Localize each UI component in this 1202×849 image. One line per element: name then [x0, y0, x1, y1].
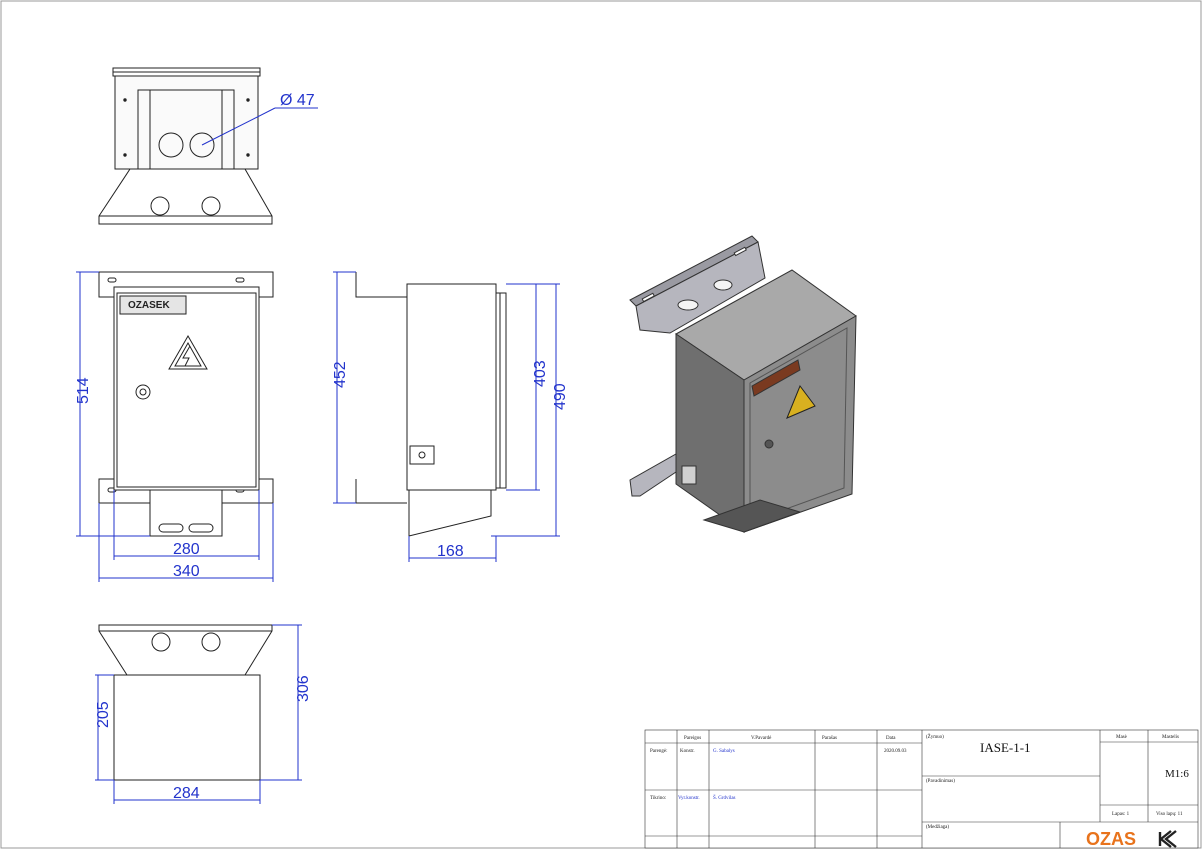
tb-row2-role: Vyr.konstr.	[678, 796, 700, 801]
tb-header-sign: Parašas	[822, 736, 837, 741]
tb-row2-name: Š. Grdvilas	[713, 795, 736, 801]
side-bottom-bracket	[355, 479, 407, 504]
tb-header-date: Data	[886, 736, 896, 741]
nameplate-brand: OZASEK	[128, 300, 170, 311]
side-top-bracket	[355, 272, 407, 298]
title-block	[644, 729, 1199, 849]
tb-lapas: Lapas: 1	[1112, 812, 1130, 817]
side-enclosure	[406, 283, 497, 491]
base-hole-left	[150, 196, 170, 216]
side-depth-label: 168	[437, 543, 464, 560]
front-enclosure	[113, 286, 260, 491]
tb-scale: M1:6	[1165, 768, 1189, 780]
tb-header-role: Pareigos	[684, 736, 701, 741]
cable-hole-right	[189, 132, 215, 158]
side-lock-block	[409, 445, 435, 465]
ozas-logo-mark-icon	[1158, 830, 1177, 848]
tb-zymuo-label: (Žymuo)	[926, 734, 944, 740]
side-height-c-label: 490	[552, 383, 569, 410]
front-height-total-label: 514	[75, 377, 92, 404]
tb-row1-date: 2020.09.03	[884, 749, 907, 754]
nameplate	[119, 295, 187, 315]
front-inner-width-label: 280	[173, 541, 200, 558]
tb-pavadinimas-label: (Pavadinimas)	[926, 779, 955, 784]
iso-lock-icon	[764, 439, 774, 449]
side-door	[495, 292, 507, 489]
bottom-width-label: 284	[173, 785, 200, 802]
isometric-view	[629, 235, 857, 533]
side-gland-wedge	[408, 489, 492, 537]
cable-hole-left	[158, 132, 184, 158]
tb-header-name: V.Pavardė	[751, 736, 772, 741]
hole-diameter-label: Ø 47	[280, 92, 315, 109]
bottom-height-total-label: 306	[295, 675, 312, 702]
bottom-enclosure	[113, 674, 261, 781]
iso-warning-icon	[786, 384, 816, 419]
bottom-hole-right	[201, 632, 221, 652]
top-view	[98, 67, 318, 225]
front-outer-width-label: 340	[173, 563, 200, 580]
front-view	[76, 271, 274, 582]
bottom-view	[95, 624, 302, 804]
tb-row1-role: Konstr.	[680, 749, 695, 754]
tb-mase-label: Masė	[1116, 735, 1128, 740]
bottom-mount-base	[98, 624, 273, 676]
base-hole-right	[201, 196, 221, 216]
door-lock-icon	[135, 384, 151, 400]
tb-row2-label: Tikrino:	[650, 796, 666, 801]
tb-drawing-number: IASE-1-1	[980, 740, 1031, 755]
front-gland-plate	[149, 489, 223, 537]
iso-bottom-bracket	[629, 453, 677, 497]
side-view	[333, 271, 560, 562]
iso-nameplate	[751, 359, 801, 397]
tb-viso-lapu: Viso lapų: 11	[1156, 812, 1183, 817]
bottom-height-inner-label: 205	[95, 701, 112, 728]
tb-row1-label: Parengė:	[650, 749, 668, 754]
tb-medziaga-label: (Medžiaga)	[926, 825, 949, 830]
side-height-a-label: 452	[332, 361, 349, 388]
ozas-logo: OZAS	[1086, 829, 1136, 849]
tb-row1-name: G. Sabalys	[713, 749, 735, 754]
side-height-b-label: 403	[532, 360, 549, 387]
tb-mastelis-label: Mastelis	[1162, 735, 1179, 740]
bottom-hole-left	[151, 632, 171, 652]
